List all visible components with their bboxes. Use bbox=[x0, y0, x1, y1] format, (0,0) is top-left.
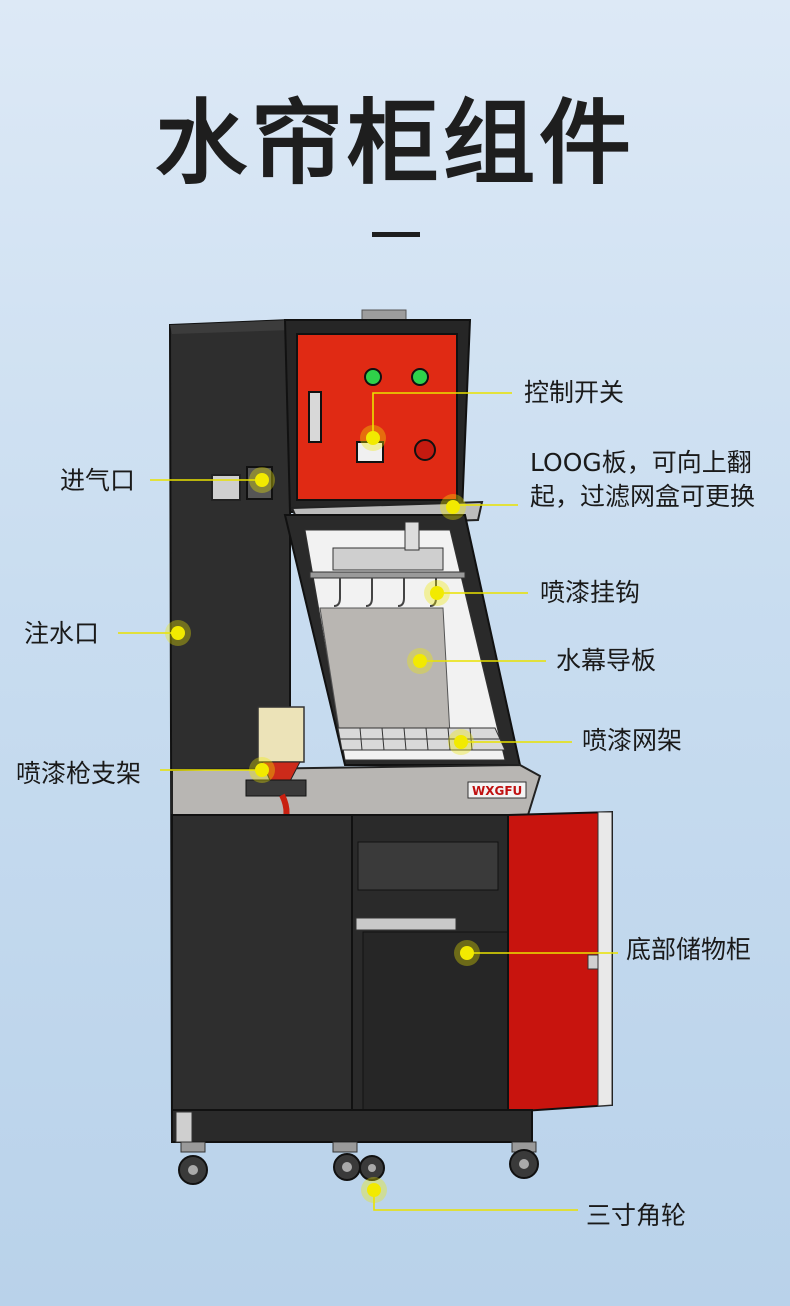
brand-logo: WXGFU bbox=[472, 784, 522, 798]
power-indicator-light bbox=[364, 368, 382, 386]
label-loog-board: LOOG板，可向上翻起，过滤网盒可更换 bbox=[530, 448, 756, 511]
casters bbox=[178, 1141, 539, 1185]
marker-spray-rack bbox=[448, 729, 474, 755]
marker-control-switch bbox=[360, 425, 386, 451]
marker-hook bbox=[424, 580, 450, 606]
label-gun-holder: 喷漆枪支架 bbox=[16, 759, 142, 788]
water-curtain-plate bbox=[319, 607, 451, 736]
control-panel bbox=[296, 333, 458, 501]
title-divider bbox=[372, 232, 420, 237]
label-water-inlet: 注水口 bbox=[24, 619, 100, 648]
callout-markers bbox=[165, 425, 480, 1203]
marker-air-inlet bbox=[249, 467, 275, 493]
label-hook: 喷漆挂钩 bbox=[540, 578, 641, 607]
marker-storage-cabinet bbox=[454, 940, 480, 966]
label-spray-rack: 喷漆网架 bbox=[582, 726, 683, 755]
label-control-switch: 控制开关 bbox=[524, 378, 625, 407]
label-water-curtain-plate: 水幕导板 bbox=[556, 646, 657, 675]
marker-water-inlet bbox=[165, 620, 191, 646]
label-caster: 三寸角轮 bbox=[586, 1201, 687, 1230]
marker-water-curtain-plate bbox=[407, 648, 433, 674]
marker-loog-board bbox=[440, 494, 466, 520]
label-storage-cabinet: 底部储物柜 bbox=[626, 935, 752, 964]
page-title: 水帘柜组件 bbox=[154, 90, 635, 197]
spray-gun-cup bbox=[257, 706, 305, 763]
air-inlet-vent bbox=[211, 474, 241, 501]
label-air-inlet: 进气口 bbox=[60, 466, 136, 495]
counter-band bbox=[171, 763, 542, 816]
marker-gun-holder bbox=[249, 757, 275, 783]
hook-bar bbox=[309, 571, 466, 579]
marker-caster bbox=[361, 1177, 387, 1203]
